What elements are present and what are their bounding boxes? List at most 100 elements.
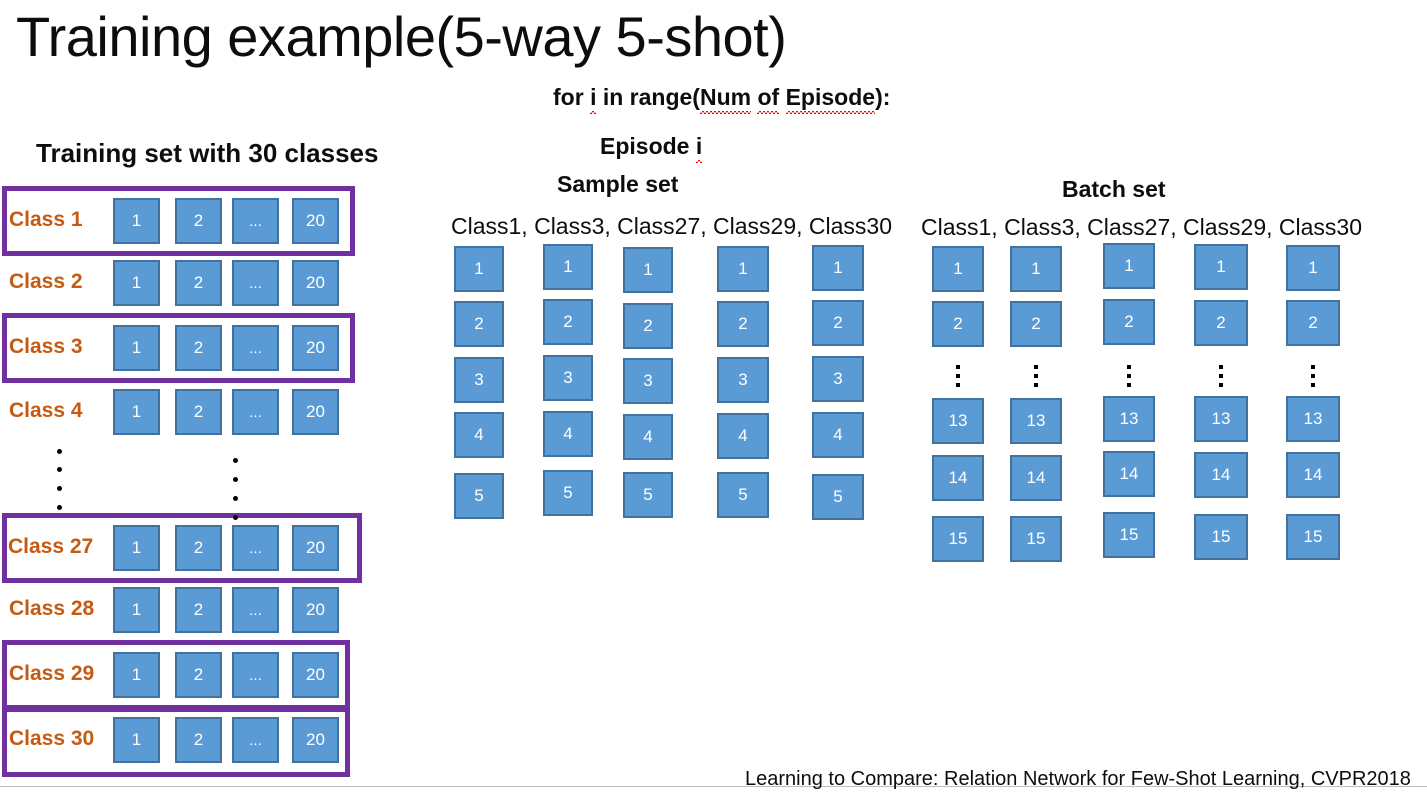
training-ellipsis-dot-1-4 (57, 505, 62, 510)
batch-ellipsis-dot-c4-1 (1219, 365, 1223, 369)
batch-cell-c1-r5: 14 (932, 455, 984, 501)
batch-cell-c5-r5: 14 (1286, 452, 1340, 498)
highlight-outline-class-3 (2, 313, 355, 383)
class-label-class-27: Class 27 (8, 535, 94, 558)
sample-cell-c2-r2: 2 (543, 299, 593, 345)
highlight-outline-class-1 (2, 186, 355, 256)
training-cell-8-1: 1 (113, 717, 160, 763)
batch-cell-c1-r2: 2 (932, 301, 984, 347)
for-keyword: for (553, 84, 591, 110)
training-cell-1-4: 20 (292, 198, 339, 244)
training-cell-6-3: ... (232, 587, 279, 633)
training-cell-5-2: 2 (175, 525, 222, 571)
sample-cell-c3-r2: 2 (623, 303, 673, 349)
batch-ellipsis-dot-c5-1 (1311, 365, 1315, 369)
page-title: Training example(5-way 5-shot) (16, 5, 787, 68)
training-cell-4-2: 2 (175, 389, 222, 435)
sample-cell-c4-r2: 2 (717, 301, 769, 347)
batch-ellipsis-dot-c1-2 (956, 374, 960, 378)
batch-ellipsis-dot-c5-3 (1311, 383, 1315, 387)
sample-cell-c5-r3: 3 (812, 356, 864, 402)
training-cell-4-3: ... (232, 389, 279, 435)
training-cell-3-2: 2 (175, 325, 222, 371)
training-cell-8-2: 2 (175, 717, 222, 763)
batch-cell-c2-r6: 15 (1010, 516, 1062, 562)
training-ellipsis-dot-2-1 (233, 458, 238, 463)
training-cell-2-4: 20 (292, 260, 339, 306)
batch-cell-c4-r2: 2 (1194, 300, 1248, 346)
batch-ellipsis-dot-c5-2 (1311, 374, 1315, 378)
training-cell-1-1: 1 (113, 198, 160, 244)
batch-ellipsis-dot-c2-3 (1034, 383, 1038, 387)
batch-cell-c4-r4: 13 (1194, 396, 1248, 442)
training-cell-7-4: 20 (292, 652, 339, 698)
sample-cell-c3-r5: 5 (623, 472, 673, 518)
in-range-text: in range( (596, 84, 700, 110)
training-cell-2-3: ... (232, 260, 279, 306)
sample-cell-c4-r3: 3 (717, 357, 769, 403)
training-cell-8-3: ... (232, 717, 279, 763)
sample-set-heading: Sample set (557, 171, 679, 197)
class-label-class-4: Class 4 (9, 399, 83, 422)
batch-ellipsis-dot-c2-1 (1034, 365, 1038, 369)
training-cell-7-3: ... (232, 652, 279, 698)
batch-cell-c4-r1: 1 (1194, 244, 1248, 290)
citation-text: Learning to Compare: Relation Network fo… (745, 768, 1411, 790)
batch-cell-c4-r6: 15 (1194, 514, 1248, 560)
batch-cell-c2-r2: 2 (1010, 301, 1062, 347)
sample-cell-c1-r2: 2 (454, 301, 504, 347)
sample-cell-c1-r4: 4 (454, 412, 504, 458)
episode-index-i: i (695, 133, 703, 163)
sample-cell-c4-r5: 5 (717, 472, 769, 518)
sample-cell-c1-r5: 5 (454, 473, 504, 519)
training-cell-3-1: 1 (113, 325, 160, 371)
sample-set-class-list: Class1, Class3, Class27, Class29, Class3… (451, 213, 893, 239)
training-ellipsis-dot-2-2 (233, 477, 238, 482)
class-label-class-30: Class 30 (9, 727, 95, 750)
batch-ellipsis-dot-c3-3 (1127, 383, 1131, 387)
batch-ellipsis-dot-c4-3 (1219, 383, 1223, 387)
close-paren: ): (875, 84, 891, 110)
of-word: of (757, 84, 780, 114)
sample-cell-c5-r2: 2 (812, 300, 864, 346)
sample-cell-c2-r1: 1 (543, 244, 593, 290)
sample-cell-c2-r5: 5 (543, 470, 593, 516)
training-cell-4-4: 20 (292, 389, 339, 435)
training-cell-5-3: ... (232, 525, 279, 571)
footer-divider (0, 786, 1427, 787)
training-cell-6-1: 1 (113, 587, 160, 633)
class-label-class-1: Class 1 (9, 208, 83, 231)
batch-cell-c5-r2: 2 (1286, 300, 1340, 346)
class-label-class-2: Class 2 (9, 270, 83, 293)
batch-ellipsis-dot-c1-3 (956, 383, 960, 387)
episode-heading: Episode i (600, 133, 703, 163)
batch-ellipsis-dot-c1-1 (956, 365, 960, 369)
class-label-class-3: Class 3 (9, 335, 83, 358)
episode-word: Episode (785, 84, 876, 114)
training-ellipsis-dot-1-3 (57, 486, 62, 491)
training-cell-1-2: 2 (175, 198, 222, 244)
highlight-outline-class-30 (2, 707, 350, 777)
num-word: Num (699, 84, 752, 114)
batch-cell-c3-r6: 15 (1103, 512, 1155, 558)
highlight-outline-class-27 (2, 513, 362, 583)
batch-ellipsis-dot-c3-1 (1127, 365, 1131, 369)
training-cell-3-4: 20 (292, 325, 339, 371)
batch-cell-c1-r4: 13 (932, 398, 984, 444)
loop-var-i: i (590, 84, 597, 114)
training-ellipsis-dot-2-4 (233, 515, 238, 520)
batch-cell-c3-r4: 13 (1103, 396, 1155, 442)
batch-cell-c4-r5: 14 (1194, 452, 1248, 498)
batch-ellipsis-dot-c4-2 (1219, 374, 1223, 378)
training-set-heading: Training set with 30 classes (36, 138, 379, 168)
sample-cell-c1-r1: 1 (454, 246, 504, 292)
batch-cell-c3-r1: 1 (1103, 243, 1155, 289)
batch-cell-c2-r1: 1 (1010, 246, 1062, 292)
training-cell-6-2: 2 (175, 587, 222, 633)
batch-cell-c5-r6: 15 (1286, 514, 1340, 560)
class-label-class-28: Class 28 (9, 597, 95, 620)
training-cell-6-4: 20 (292, 587, 339, 633)
class-label-class-29: Class 29 (9, 662, 95, 685)
episode-text: Episode (600, 133, 696, 159)
for-loop-pseudocode: for i in range(Num of Episode): (553, 84, 891, 114)
